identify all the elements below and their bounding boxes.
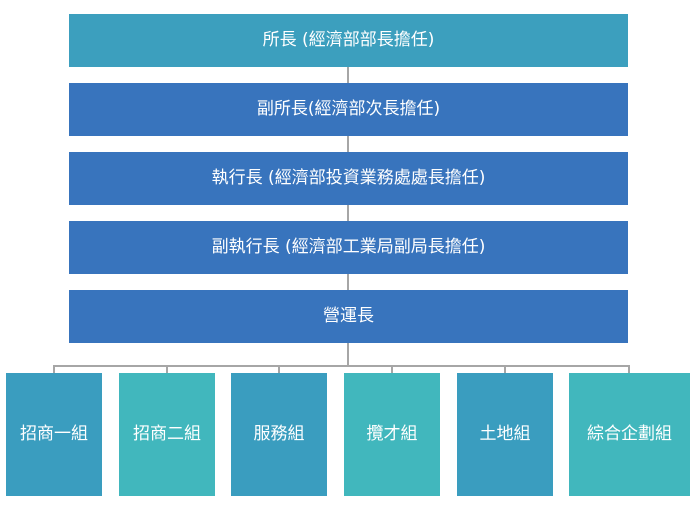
deputy-director-box: 副所長(經濟部次長擔任) <box>69 83 628 136</box>
executive-director-box: 執行長 (經濟部投資業務處處長擔任) <box>69 152 628 205</box>
unit-box-land: 土地組 <box>457 373 553 496</box>
connector-drop <box>628 365 630 373</box>
deputy-executive-director-label: 副執行長 (經濟部工業局副局長擔任) <box>211 237 486 258</box>
deputy-director-label: 副所長(經濟部次長擔任) <box>256 99 441 120</box>
chief-operating-officer-box: 營運長 <box>69 290 628 343</box>
unit-box-investment-1: 招商一組 <box>6 373 102 496</box>
connector-line <box>347 136 349 152</box>
unit-box-talent: 攬才組 <box>344 373 440 496</box>
unit-box-planning: 綜合企劃組 <box>569 373 690 496</box>
connector-line <box>347 274 349 290</box>
director-box: 所長 (經濟部部長擔任) <box>69 14 628 67</box>
connector-line <box>347 205 349 221</box>
connector-bus <box>53 365 630 367</box>
connector-drop <box>53 365 55 373</box>
connector-drop <box>278 365 280 373</box>
connector-line <box>347 67 349 83</box>
director-label: 所長 (經濟部部長擔任) <box>262 30 435 51</box>
unit-label: 攬才組 <box>366 424 418 445</box>
connector-trunk <box>347 343 349 366</box>
connector-drop <box>504 365 506 373</box>
executive-director-label: 執行長 (經濟部投資業務處處長擔任) <box>211 168 486 189</box>
unit-label: 招商二組 <box>133 424 201 445</box>
deputy-executive-director-box: 副執行長 (經濟部工業局副局長擔任) <box>69 221 628 274</box>
unit-label: 綜合企劃組 <box>587 424 672 445</box>
unit-label: 招商一組 <box>20 424 88 445</box>
connector-drop <box>166 365 168 373</box>
unit-label: 土地組 <box>479 424 531 445</box>
unit-label: 服務組 <box>253 424 305 445</box>
connector-drop <box>391 365 393 373</box>
unit-box-service: 服務組 <box>231 373 327 496</box>
chief-operating-officer-label: 營運長 <box>323 306 374 327</box>
unit-box-investment-2: 招商二組 <box>119 373 215 496</box>
